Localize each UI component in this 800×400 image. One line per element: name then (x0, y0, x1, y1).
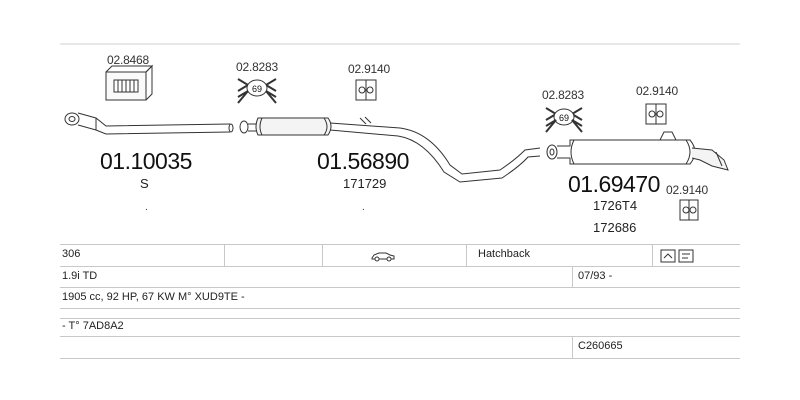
vehicle-date: 07/93 - (578, 270, 613, 282)
part-number-clamp: 02.8468 (107, 53, 149, 67)
part-number-rubber-2: 02.9140 (636, 84, 678, 98)
rear-silencer-sub-2: 172686 (593, 220, 637, 235)
cell-divider (466, 244, 467, 266)
table-divider (60, 287, 740, 288)
table-divider (60, 318, 740, 319)
vehicle-model: 306 (62, 248, 81, 260)
exhaust-diagram: 69 69 (60, 43, 740, 221)
cell-divider (572, 266, 573, 287)
cell-divider (322, 244, 323, 266)
rear-silencer (546, 131, 729, 171)
rubber-mount-icon (355, 79, 377, 101)
part-number-hanger-1: 02.8283 (236, 60, 278, 74)
front-pipe (64, 112, 234, 135)
vehicle-spec: 1905 cc, 92 HP, 67 KW M° XUD9TE - (62, 291, 245, 303)
hanger-icon: 69 (237, 78, 277, 104)
hanger-label: 69 (252, 84, 262, 94)
hanger-label: 69 (559, 113, 569, 123)
rear-silencer-sub-1: 1726T4 (593, 198, 638, 213)
part-number-rubber-3: 02.9140 (666, 183, 708, 197)
cell-divider (572, 336, 573, 358)
car-icon (371, 252, 395, 262)
cell-divider (224, 244, 225, 266)
table-divider (60, 336, 740, 337)
middle-silencer-number: 01.56890 (317, 148, 409, 174)
hanger-icon: 69 (545, 107, 583, 133)
table-divider (60, 358, 740, 359)
part-number-hanger-2: 02.8283 (542, 88, 584, 102)
table-divider (60, 266, 740, 267)
vehicle-body: Hatchback (478, 248, 530, 260)
rubber-mount-icon (679, 199, 699, 221)
middle-silencer-sub: 171729 (343, 176, 387, 191)
middle-silencer-dot: . (362, 202, 365, 213)
table-divider (60, 244, 740, 245)
vehicle-engine: 1.9i TD (62, 270, 98, 282)
middle-silencer (239, 116, 541, 183)
table-divider (60, 308, 740, 309)
document-icon (660, 249, 694, 263)
vehicle-type: - T° 7AD8A2 (62, 320, 124, 332)
cell-divider (652, 244, 653, 266)
front-pipe-sub: S (140, 176, 149, 191)
rubber-mount-icon (645, 103, 667, 125)
front-pipe-number: 01.10035 (100, 148, 192, 174)
clamp-box-icon (105, 64, 154, 101)
catalog-code: C260665 (578, 340, 623, 352)
front-pipe-dot: . (145, 202, 148, 213)
rear-silencer-number: 01.69470 (568, 171, 660, 197)
part-number-rubber-1: 02.9140 (348, 62, 390, 76)
